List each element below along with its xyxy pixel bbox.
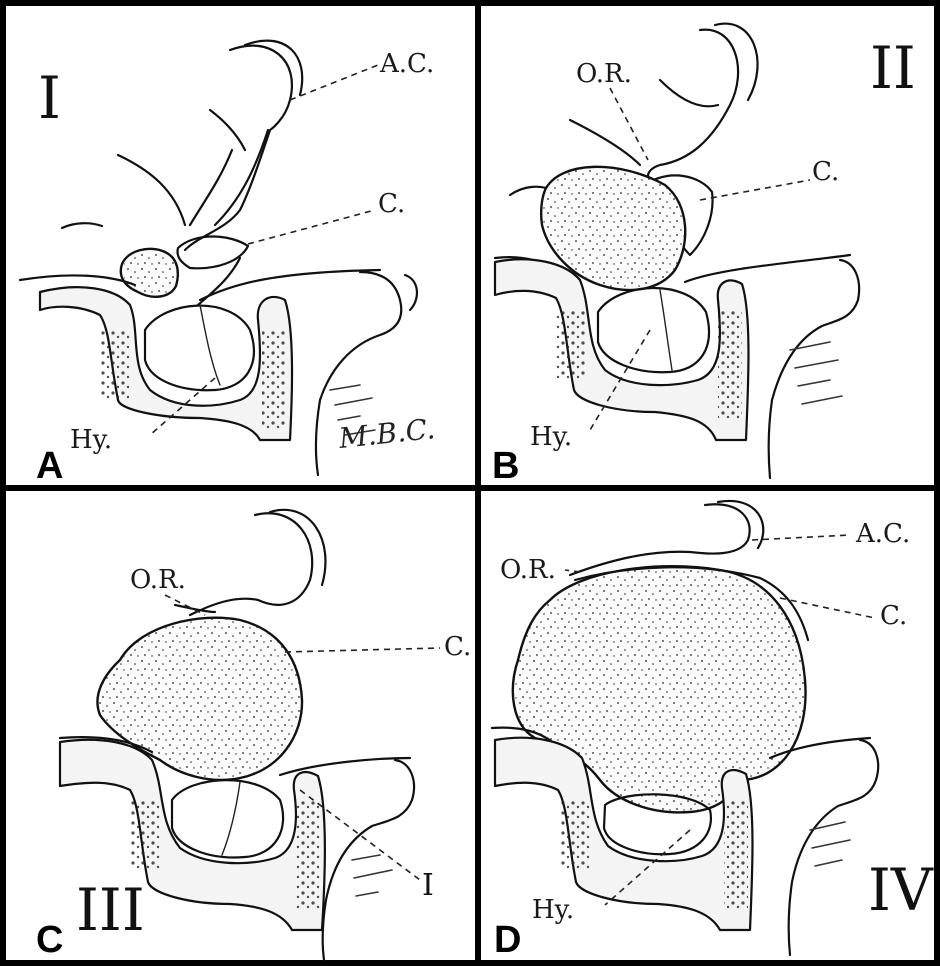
panel-b-label-c: C.: [812, 157, 839, 187]
panel-a-label-hy: Hy.: [70, 425, 112, 455]
panel-b-label-hy: Hy.: [530, 422, 572, 452]
panel-a-letter: A: [36, 445, 63, 487]
panel-c-label-i: I: [422, 868, 434, 903]
panel-a-stage: I: [38, 64, 61, 132]
panel-d-label-ac: A.C.: [855, 519, 910, 549]
panel-d-stage: IV: [868, 856, 934, 924]
panel-a-label-c: C.: [378, 189, 405, 219]
panel-d-label-hy: Hy.: [532, 895, 574, 925]
panel-b-letter: B: [492, 445, 519, 487]
panel-c-label-or: O.R.: [130, 565, 186, 595]
panel-d-label-c: C.: [880, 601, 907, 631]
panel-d-letter: D: [494, 919, 521, 961]
panel-b-stage: II: [870, 34, 916, 102]
panel-b-label-or: O.R.: [576, 59, 632, 89]
panel-c-letter: C: [36, 919, 63, 961]
panel-a-label-ac: A.C.: [379, 49, 434, 79]
panel-c-stage: III: [76, 876, 145, 944]
panel-d-label-or: O.R.: [500, 555, 556, 585]
panel-c-label-c: C.: [444, 632, 471, 662]
